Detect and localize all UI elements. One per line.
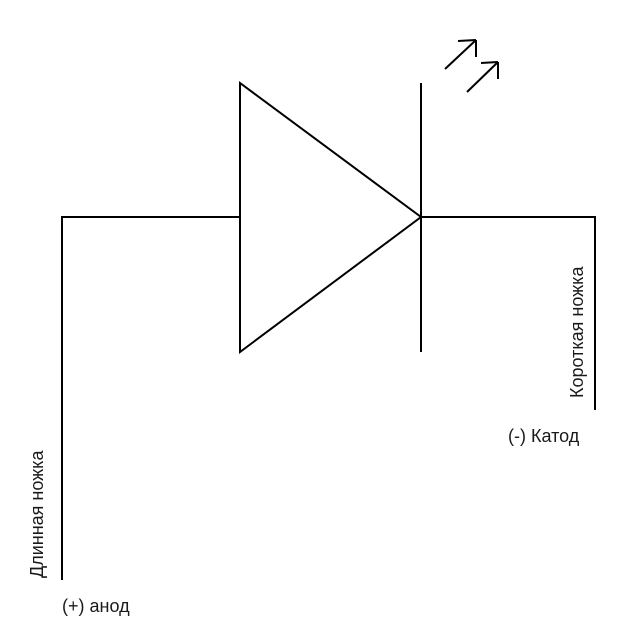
- emission-arrow: [444, 39, 477, 70]
- anode-lead-wire: [61, 216, 240, 580]
- anode-label: (+) анод: [62, 596, 130, 616]
- short-leg-label: Короткая ножка: [567, 266, 587, 398]
- diode-triangle: [239, 81, 423, 354]
- cathode-lead-wire: [421, 216, 596, 410]
- light-emission-arrows-icon: [444, 39, 499, 93]
- long-leg-label: Длинная ножка: [27, 450, 47, 578]
- cathode-label: (-) Катод: [508, 426, 580, 446]
- emission-arrow: [466, 61, 499, 93]
